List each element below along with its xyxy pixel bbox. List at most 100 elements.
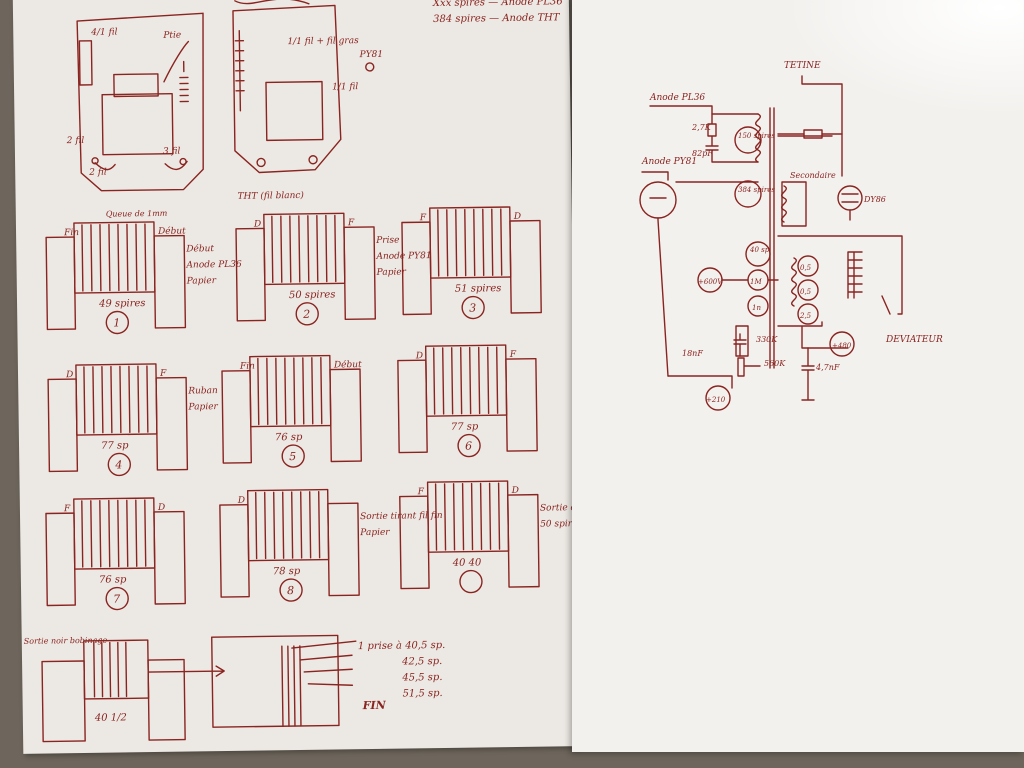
label-40-turns: 40 sp — [749, 246, 770, 254]
winding-turns: 76 sp — [275, 432, 303, 443]
winding-number: 2 — [302, 308, 310, 321]
top-a-label-3: 2 fil — [66, 136, 85, 146]
winding-end: D — [513, 212, 521, 222]
tap-1: 1 prise à 40,5 sp. — [358, 640, 446, 652]
winding-start: F — [419, 213, 427, 223]
winding-note: Papier — [187, 402, 218, 412]
winding-note: Ruban — [187, 386, 218, 396]
winding-number-circle — [295, 302, 319, 326]
winding-end: D — [157, 503, 165, 513]
winding-end: F — [159, 369, 167, 379]
left-sheet-drawing: Xxx spires — Anode PL36 384 spires — Ano… — [24, 0, 579, 743]
winding-note: Prise — [375, 236, 399, 246]
winding-turns: 40 40 — [452, 557, 482, 568]
winding-start: F — [417, 487, 425, 497]
label-18nf: 18nF — [682, 349, 703, 358]
label-25: 2,5 — [799, 312, 812, 320]
winding-note: Papier — [359, 528, 390, 538]
winding-number: 8 — [287, 584, 294, 597]
winding-number: 3 — [469, 301, 476, 314]
top-b-bottom-label: THT (fil blanc) — [237, 190, 304, 202]
winding-start: F — [63, 504, 71, 514]
winding-number: 5 — [289, 450, 296, 463]
winding-end: F — [347, 218, 355, 228]
label-deviateur: DEVIATEUR — [885, 335, 943, 345]
winding-turns: 78 sp — [273, 566, 301, 577]
winding-number-circle — [457, 433, 481, 458]
winding-start: Fin — [239, 362, 255, 372]
winding-start: D — [253, 219, 261, 229]
label-anode-pl36: Anode PL36 — [649, 93, 705, 103]
winding-start: Fin — [63, 228, 79, 238]
winding-note: 50 spires — [540, 519, 579, 530]
label-210v: +210 — [706, 396, 726, 404]
winding-number-circle — [105, 586, 129, 611]
winding-turns: 76 sp — [99, 574, 127, 585]
label-secondaire: Secondaire — [790, 171, 836, 180]
winding-note: Sortie tirant fil fin — [360, 511, 443, 522]
last-winding-turns: 40 1/2 — [94, 712, 127, 723]
winding-note: Papier — [376, 267, 407, 277]
winding-turns: 77 sp — [451, 421, 479, 432]
last-winding: Sortie noir bobinage 40 1/2 1 prise à 40… — [24, 634, 446, 743]
label-150-turns: 150 spires — [738, 132, 775, 140]
top-a-label-4: 2 fil — [88, 168, 107, 178]
winding-top-note: Queue de 1mm — [106, 209, 168, 219]
tap-4: 51,5 sp. — [402, 688, 442, 700]
right-sheet: TETINE Anode PL36 2,7K 82pF 150 spires 3… — [572, 0, 1024, 752]
label-anode-py81: Anode PY81 — [641, 157, 697, 167]
label-47nf: 4,7nF — [815, 363, 840, 372]
winding-note: Anode PY81 — [375, 251, 431, 262]
winding-5: 5 76 sp Fin Début — [221, 354, 362, 468]
winding-end: Début — [157, 226, 186, 237]
schematic-drawing: TETINE Anode PL36 2,7K 82pF 150 spires 3… — [639, 61, 943, 411]
winding-start: D — [65, 370, 73, 380]
winding-number-circle — [105, 310, 130, 335]
winding-number-circle — [279, 578, 303, 602]
tap-2: 42,5 sp. — [401, 656, 442, 668]
top-b-label-3: 1/1 fil — [332, 82, 358, 92]
winding-end: D — [511, 486, 519, 496]
tap-3: 45,5 sp. — [401, 672, 442, 684]
label-tetine: TETINE — [784, 61, 821, 71]
top-view-b: 1/1 fil + fil gras PY81 1/1 fil THT (fil… — [232, 0, 384, 202]
top-a-label-2: Ptie — [162, 31, 181, 41]
winding-turns: 51 spires — [455, 283, 502, 295]
winding-start: D — [237, 496, 245, 506]
top-a-label-1: 4/1 fil — [90, 27, 117, 37]
top-view-a: 4/1 fil Ptie 2 fil 2 fil 3 fil — [66, 12, 204, 192]
label-dy86: DY86 — [863, 195, 886, 204]
winding-number-circle — [107, 452, 132, 477]
winding-number-circle — [461, 295, 485, 320]
label-330k: 330K — [756, 335, 778, 344]
label-480v: +480 — [832, 342, 852, 350]
winding-end: Début — [333, 359, 362, 370]
label-1m: 1M — [750, 278, 762, 286]
winding-note: Début — [185, 243, 214, 254]
label-82pf: 82pF — [692, 149, 713, 158]
winding-number-circle — [281, 444, 305, 468]
label-2-7k: 2,7K — [691, 123, 712, 132]
winding-note: Anode PL36 — [185, 260, 242, 271]
winding-number-circle — [459, 569, 483, 594]
last-winding-note: Sortie noir bobinage — [24, 636, 108, 646]
top-b-label-2: PY81 — [359, 50, 384, 60]
left-sheet: Xxx spires — Anode PL36 384 spires — Ano… — [12, 0, 580, 754]
winding-3: 3 51 spires F D — [401, 206, 542, 320]
winding-turns: 49 spires — [98, 298, 146, 310]
label-1n: 1n — [752, 304, 761, 312]
label-05-b: 0,5 — [800, 288, 812, 296]
winding-turns: 50 spires — [289, 289, 336, 301]
winding-number: 4 — [114, 458, 122, 471]
winding-number: 1 — [113, 316, 120, 329]
label-05-a: 0,5 — [800, 264, 812, 272]
winding-turns: 77 sp — [101, 440, 129, 451]
